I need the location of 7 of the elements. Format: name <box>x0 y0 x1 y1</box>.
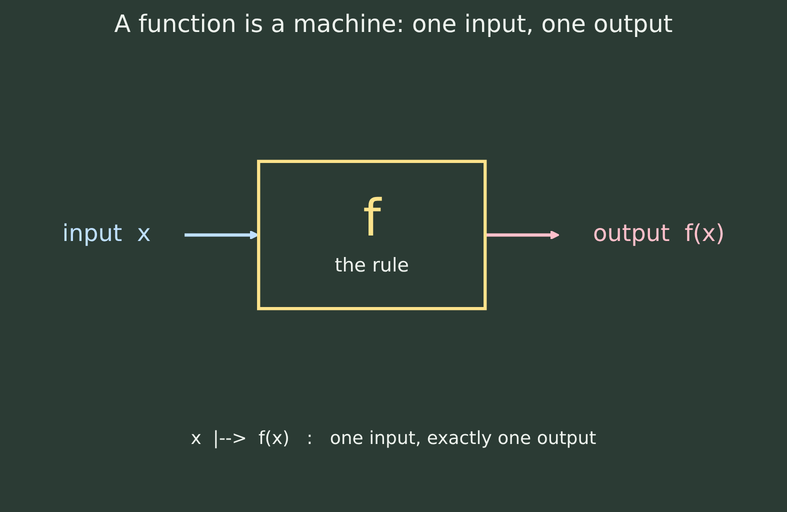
node-box: f the rule <box>257 160 487 310</box>
node-text: input x <box>62 220 151 248</box>
arrow <box>184 230 260 240</box>
node-text: output f(x) <box>593 220 725 248</box>
arrow <box>485 230 560 240</box>
mapping-note: x |--> f(x) : one input, exactly one output <box>190 428 596 449</box>
diagram-title: A function is a machine: one input, one output <box>114 10 673 38</box>
